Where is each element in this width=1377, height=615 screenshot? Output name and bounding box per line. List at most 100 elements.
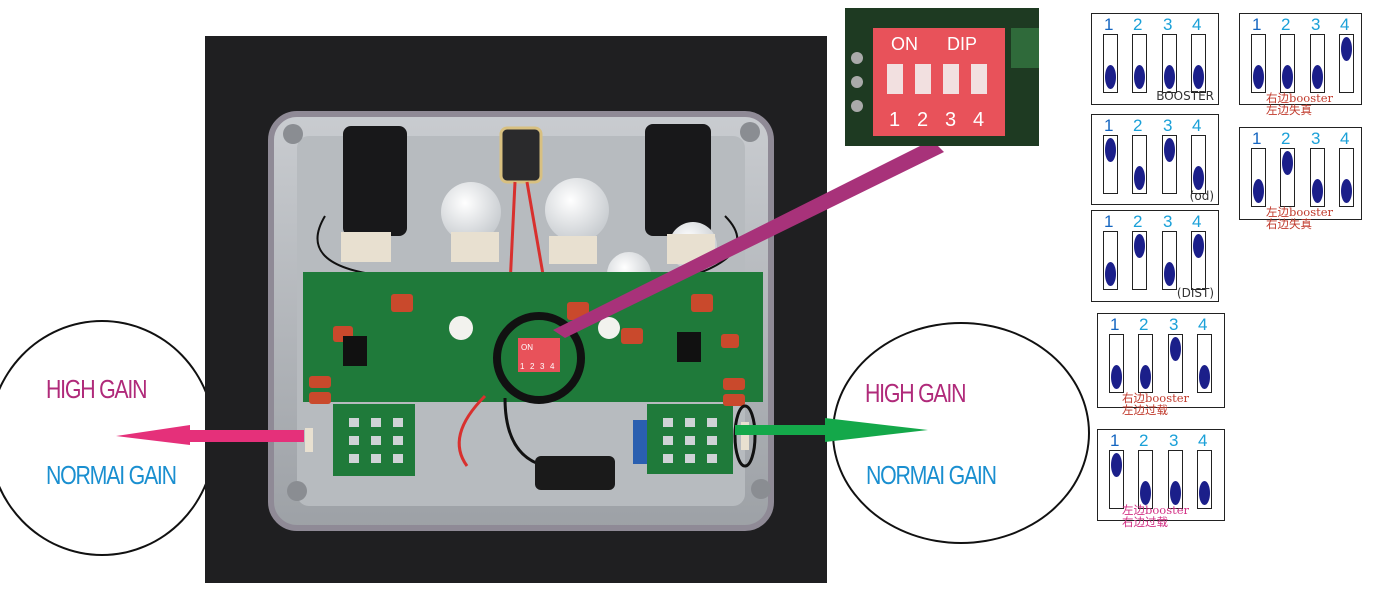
dip-slot-4 (1339, 34, 1354, 93)
dip-knob-1 (1105, 138, 1116, 162)
right-high-gain-label: HIGH GAIN (865, 378, 967, 408)
left-normal-gain-label: NORMAI GAIN (46, 460, 177, 490)
dip-knob-4 (1193, 234, 1204, 258)
dip-slot-2 (1280, 148, 1295, 207)
inset-num-1: 1 (889, 109, 900, 131)
dip-number-4: 4 (1192, 15, 1202, 34)
dip-caption: (od) (1189, 189, 1214, 203)
left-arrow (116, 425, 304, 445)
pcb-switch-num-4: 4 (550, 362, 555, 371)
dip-number-2: 2 (1133, 116, 1143, 135)
dip-note-2: 右边失真 (1266, 217, 1312, 231)
dip-slot-4 (1191, 135, 1206, 194)
dip-number-1: 1 (1104, 116, 1114, 135)
dip-slot-1 (1251, 34, 1266, 93)
dip-knob-2 (1282, 65, 1293, 89)
left-arrow-shaft (190, 430, 304, 442)
right-arrow (825, 418, 928, 442)
dip-knob-2 (1140, 365, 1151, 389)
dip-number-1: 1 (1110, 431, 1120, 450)
pedal-photo: ON 1 2 3 4 (205, 36, 827, 583)
dip-slot-2 (1138, 334, 1153, 393)
dip-note-1: 右边booster (1122, 391, 1190, 405)
dip-knob-4 (1193, 166, 1204, 190)
dip-number-1: 1 (1110, 315, 1120, 334)
dip-note-1: 左边booster (1122, 503, 1190, 517)
dip-number-3: 3 (1163, 15, 1173, 34)
dip-slot-1 (1103, 231, 1118, 290)
pcb-switch-num-2: 2 (530, 362, 535, 371)
dip-number-2: 2 (1133, 15, 1143, 34)
dip-number-1: 1 (1104, 212, 1114, 231)
dip-number-4: 4 (1340, 129, 1350, 148)
dip-note-1: 左边booster (1266, 205, 1334, 219)
dip-number-1: 1 (1104, 15, 1114, 34)
dip-number-4: 4 (1198, 431, 1208, 450)
dip-caption: (DIST) (1176, 286, 1214, 300)
dip-slot-3 (1310, 34, 1325, 93)
dip-knob-1 (1105, 262, 1116, 286)
pcb-switch-num-3: 3 (540, 362, 545, 371)
right-arrow-shaft (735, 425, 825, 435)
pcb-switch-on-text: ON (521, 343, 533, 352)
dip-knob-2 (1134, 166, 1145, 190)
dip-knob-2 (1134, 234, 1145, 258)
dip-number-4: 4 (1198, 315, 1208, 334)
dip-knob-3 (1312, 65, 1323, 89)
dip-zoom-inset: ON DIP 1 2 3 4 (845, 8, 1039, 146)
right-normal-gain-label: NORMAI GAIN (866, 460, 997, 490)
dip-slot-3 (1162, 135, 1177, 194)
dip-slot-1 (1251, 148, 1266, 207)
dip-number-4: 4 (1192, 116, 1202, 135)
dip-note-1: 右边booster (1266, 91, 1334, 105)
dip-knob-2 (1282, 151, 1293, 175)
dip-number-2: 2 (1281, 129, 1291, 148)
dip-slot-2 (1132, 135, 1147, 194)
dip-slot-3 (1162, 231, 1177, 290)
dip-number-3: 3 (1311, 129, 1321, 148)
inset-on-text: ON (891, 34, 918, 54)
dip-knob-2 (1140, 481, 1151, 505)
dip-knob-4 (1341, 179, 1352, 203)
dip-note-2: 右边过载 (1122, 515, 1168, 529)
dip-knob-4 (1199, 365, 1210, 389)
right-gain-circle (832, 322, 1090, 544)
dip-knob-4 (1199, 481, 1210, 505)
dip-number-3: 3 (1169, 315, 1179, 334)
pedal-photo-drawing: ON 1 2 3 4 (268, 111, 774, 531)
dip-number-2: 2 (1133, 212, 1143, 231)
dip-slot-2 (1138, 450, 1153, 509)
dip-knob-3 (1312, 179, 1323, 203)
dip-slot-2 (1132, 231, 1147, 290)
dip-number-3: 3 (1169, 431, 1179, 450)
dip-number-4: 4 (1192, 212, 1202, 231)
dip-number-3: 3 (1311, 15, 1321, 34)
dip-caption: BOOSTER (1156, 89, 1214, 103)
dip-knob-3 (1164, 65, 1175, 89)
dip-slot-4 (1197, 450, 1212, 509)
dip-knob-4 (1193, 65, 1204, 89)
inset-num-3: 3 (945, 109, 956, 131)
inset-dip-text: DIP (947, 34, 977, 54)
dip-slot-3 (1168, 450, 1183, 509)
dip-slot-1 (1103, 34, 1118, 93)
dip-knob-1 (1111, 453, 1122, 477)
dip-note-2: 左边过载 (1122, 403, 1168, 417)
dip-number-3: 3 (1163, 116, 1173, 135)
dip-number-2: 2 (1139, 315, 1149, 334)
dip-number-1: 1 (1252, 129, 1262, 148)
dip-slot-1 (1103, 135, 1118, 194)
dip-slot-4 (1191, 231, 1206, 290)
dip-knob-1 (1253, 65, 1264, 89)
dip-number-4: 4 (1340, 15, 1350, 34)
dip-slot-3 (1168, 334, 1183, 393)
dip-number-2: 2 (1139, 431, 1149, 450)
